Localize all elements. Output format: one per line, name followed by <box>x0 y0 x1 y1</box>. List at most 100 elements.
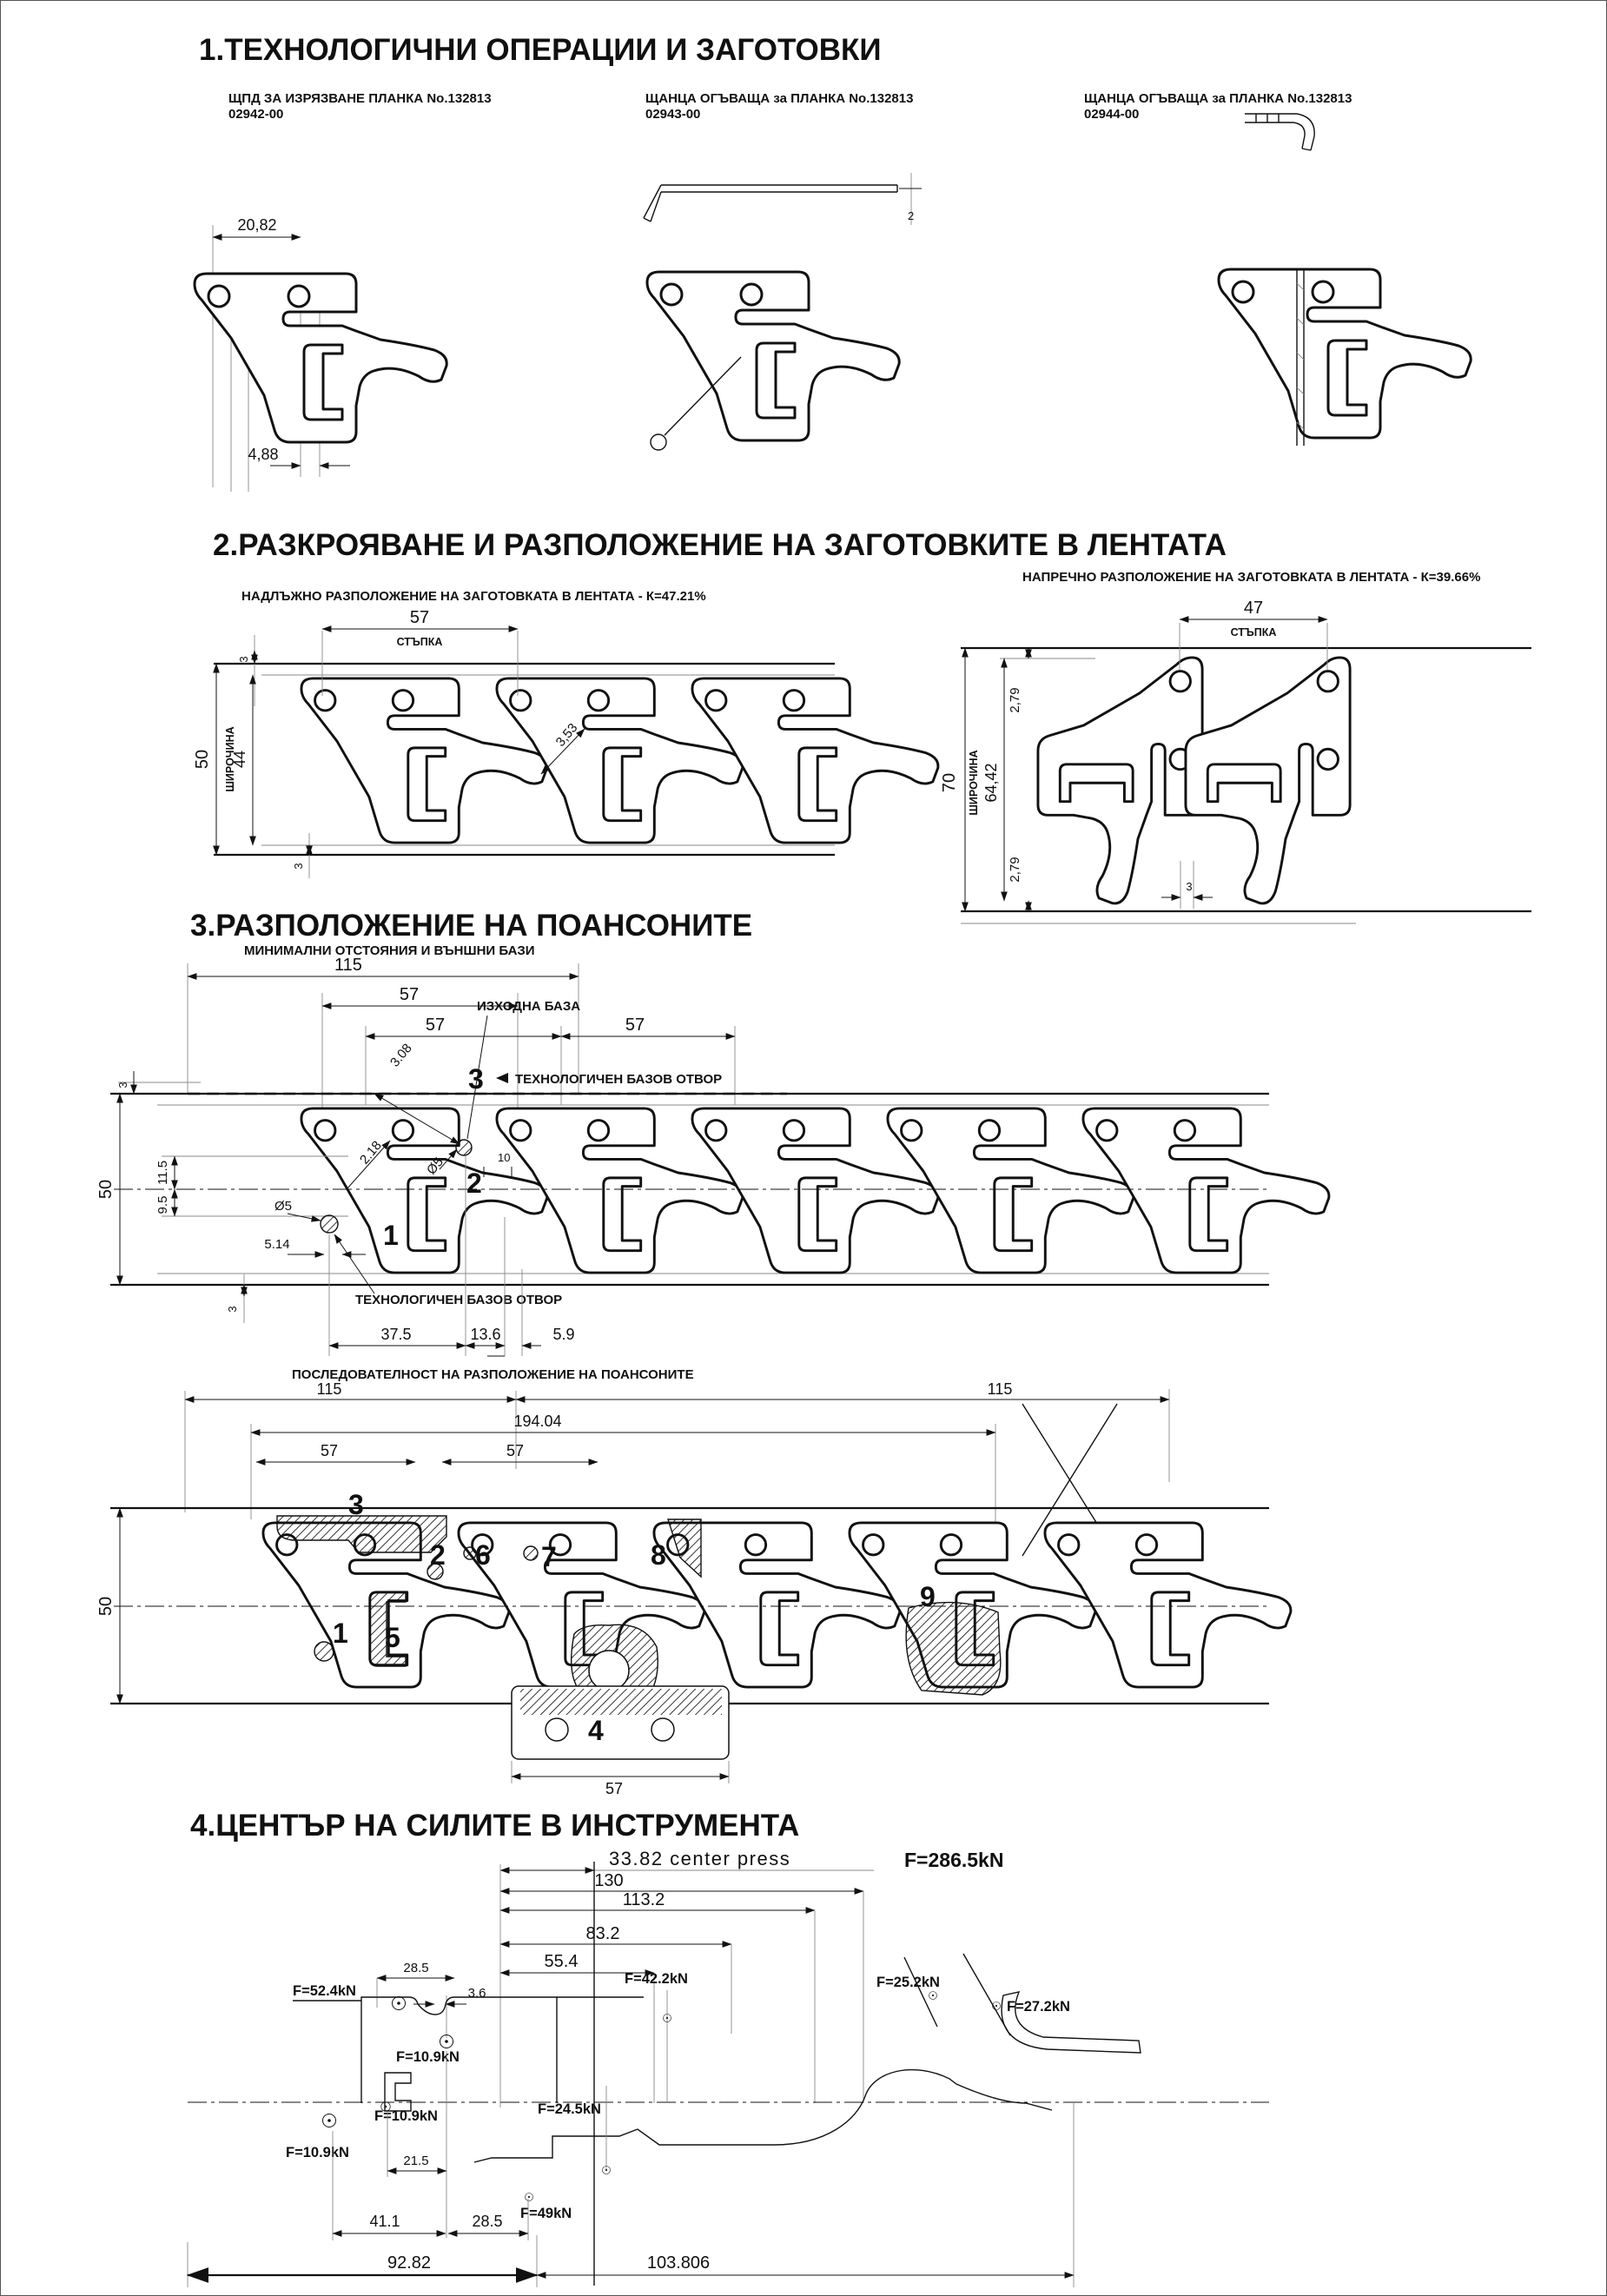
dim-thickness-2: 2 <box>908 209 914 222</box>
tech-base-hole-2 <box>455 1139 473 1156</box>
dim-margin-bottom-3: 3 <box>292 863 305 869</box>
force-10-9-b: F=10.9kN <box>374 2108 438 2124</box>
dim-37-5: 37.5 <box>380 1326 411 1343</box>
force-42-2: F=42.2kN <box>625 1971 688 1987</box>
label-width-word-right: ШИРОЧИНА <box>968 750 980 815</box>
section1-title: 1.ТЕХНОЛОГИЧНИ ОПЕРАЦИИ И ЗАГОТОВКИ <box>199 33 882 67</box>
punch-num-4b: 4 <box>588 1715 604 1746</box>
op3-label-line1: ЩАНЦА ОГЪВАЩА за ПЛАНКА No.132813 <box>1084 91 1352 106</box>
dim-92-82: 92.82 <box>387 2253 431 2273</box>
strip-transverse-drawing: 47 СТЪПКА 2,79 64,42 70 ШИРОЧИНА 2,79 3 <box>940 599 1531 924</box>
punch-9-shape <box>905 1601 1002 1696</box>
section3-title: 3.РАЗПОЛОЖЕНИЕ НА ПОАНСОНИТЕ <box>190 909 752 943</box>
punch-num-5b: 5 <box>385 1622 400 1653</box>
dim-inner-44: 44 <box>231 751 248 768</box>
dim-5-9: 5.9 <box>552 1326 574 1343</box>
strip-longitudinal-label: НАДЛЪЖНО РАЗПОЛОЖЕНИЕ НА ЗАГОТОВКАТА В Л… <box>241 589 706 604</box>
label-izhodna-baza: ИЗХОДНА БАЗА <box>477 999 580 1014</box>
dim-130: 130 <box>594 1871 623 1890</box>
dim-margin-top-2-79: 2,79 <box>1008 687 1022 712</box>
strip-longitudinal-drawing: 57 СТЪПКА 3 50 ШИРОЧИНА 44 3,53 3 <box>193 608 940 878</box>
total-force: F=286.5kN <box>904 1849 1003 1871</box>
dim-step-47: 47 <box>1244 599 1263 618</box>
op3-label-line2: 02944-00 <box>1084 107 1139 122</box>
section2: 2.РАЗКРОЯВАНЕ И РАЗПОЛОЖЕНИЕ НА ЗАГОТОВК… <box>193 528 1531 924</box>
dim-3-top-a: 3 <box>116 1082 129 1088</box>
force-24-5: F=24.5kN <box>538 2101 601 2117</box>
dim-3-bottom-a: 3 <box>226 1306 239 1312</box>
dim-50-a: 50 <box>96 1180 116 1199</box>
punch-num-1a: 1 <box>383 1220 399 1251</box>
section3: 3.РАЗПОЛОЖЕНИЕ НА ПОАНСОНИТЕ МИНИМАЛНИ О… <box>96 909 1331 1797</box>
section4: 4.ЦЕНТЪР НА СИЛИТЕ В ИНСТРУМЕНТА 33.82 c… <box>186 1809 1269 2287</box>
dim-28-5: 28.5 <box>403 1961 428 1975</box>
dim-20-82: 20,82 <box>237 216 276 234</box>
punch-num-3b: 3 <box>348 1489 364 1520</box>
punch-layout-a-drawing: 115 57 57 57 ИЗХОДНА БАЗА 3 <box>96 956 1331 1357</box>
punch-1-shape <box>314 1641 334 1662</box>
dim-width-50: 50 <box>193 750 212 769</box>
center-press-label: 33.82 center press <box>609 1848 790 1869</box>
dim-115-b-left: 115 <box>317 1380 342 1398</box>
dim-83-2: 83.2 <box>586 1924 620 1943</box>
op2-part-drawing <box>645 270 901 451</box>
dim-57-b1: 57 <box>321 1442 338 1459</box>
arrow-marker <box>496 1073 508 1083</box>
strip-transverse-label: НАПРЕЧНО РАЗПОЛОЖЕНИЕ НА ЗАГОТОВКАТА В Л… <box>1022 570 1480 585</box>
punch-num-8b: 8 <box>651 1539 666 1571</box>
dim-28-5-b: 28.5 <box>472 2213 502 2230</box>
dim-13-6: 13.6 <box>470 1326 500 1343</box>
op2-bend-profile: 2 <box>643 173 922 225</box>
dim-3-6: 3.6 <box>468 1986 486 2001</box>
label-width-word-left: ШИРОЧИНА <box>224 726 236 791</box>
punch-4-hatch <box>520 1689 722 1715</box>
dim-41-1: 41.1 <box>369 2213 400 2230</box>
dim-57-a3: 57 <box>625 1016 645 1035</box>
label-tech-hole-top: ТЕХНОЛОГИЧЕН БАЗОВ ОТВОР <box>515 1072 722 1087</box>
dim-115-a: 115 <box>334 956 362 975</box>
force-center-drawing: 130 113.2 83.2 55.4 28.5 3.6 <box>186 1862 1269 2287</box>
sequence-label: ПОСЛЕДОВАТЕЛНОСТ НА РАЗПОЛОЖЕНИЕ НА ПОАН… <box>292 1367 694 1382</box>
op1-label-line2: 02942-00 <box>228 107 283 122</box>
tech-base-hole-1 <box>320 1214 339 1234</box>
op2-label-line1: ЩАНЦА ОГЪВАЩА за ПЛАНКА No.132813 <box>645 91 913 106</box>
punch-num-2a: 2 <box>466 1168 482 1199</box>
dim-103-806: 103.806 <box>647 2253 710 2273</box>
dim-113-2: 113.2 <box>623 1890 665 1909</box>
punch-8-shape <box>667 1519 702 1578</box>
dim-width-70: 70 <box>940 773 959 792</box>
section2-title: 2.РАЗКРОЯВАНЕ И РАЗПОЛОЖЕНИЕ НА ЗАГОТОВК… <box>213 528 1227 562</box>
dim-57-b3: 57 <box>605 1780 623 1797</box>
dim-step-57: 57 <box>410 608 429 627</box>
op3-bend-profile <box>1245 113 1315 151</box>
section1: 1.ТЕХНОЛОГИЧНИ ОПЕРАЦИИ И ЗАГОТОВКИ ЩПД … <box>193 33 1472 492</box>
dim-21-5: 21.5 <box>403 2154 428 2168</box>
op3-part-drawing <box>1217 268 1472 446</box>
punch-7-shape <box>523 1545 539 1561</box>
dim-194-04: 194.04 <box>513 1413 561 1430</box>
dim-margin-bottom-2-79: 2,79 <box>1008 857 1022 882</box>
dim-5-14: 5.14 <box>264 1237 289 1252</box>
dim-57-a1: 57 <box>400 985 419 1004</box>
dim-4-88: 4,88 <box>248 446 278 463</box>
punch-2-shape <box>427 1563 444 1580</box>
op1-label-line1: ЩПД ЗА ИЗРЯЗВАНЕ ПЛАНКА No.132813 <box>228 91 492 106</box>
label-stepka-right: СТЪПКА <box>1231 626 1277 639</box>
force-25-2: F=25.2kN <box>876 1975 940 1990</box>
min-distances-label: МИНИМАЛНИ ОТСТОЯНИЯ И ВЪНШНИ БАЗИ <box>244 943 535 958</box>
op2-label-line2: 02943-00 <box>645 107 700 122</box>
punch-num-3a: 3 <box>468 1063 484 1095</box>
punch-layout-b-drawing: ПОСЛЕДОВАТЕЛНОСТ НА РАЗПОЛОЖЕНИЕ НА ПОАН… <box>96 1367 1293 1797</box>
force-49: F=49kN <box>520 2206 572 2221</box>
dim-57-a2: 57 <box>426 1016 445 1035</box>
punch-num-6b: 6 <box>475 1539 491 1571</box>
dim-margin-top-3: 3 <box>237 656 250 662</box>
dim-50-b: 50 <box>96 1597 116 1616</box>
punch-num-7b: 7 <box>541 1541 557 1572</box>
force-52-4: F=52.4kN <box>293 1983 356 1999</box>
dim-115-b-right: 115 <box>988 1380 1013 1398</box>
punch-3-shape <box>276 1515 447 1553</box>
punch-num-9b: 9 <box>920 1581 936 1612</box>
